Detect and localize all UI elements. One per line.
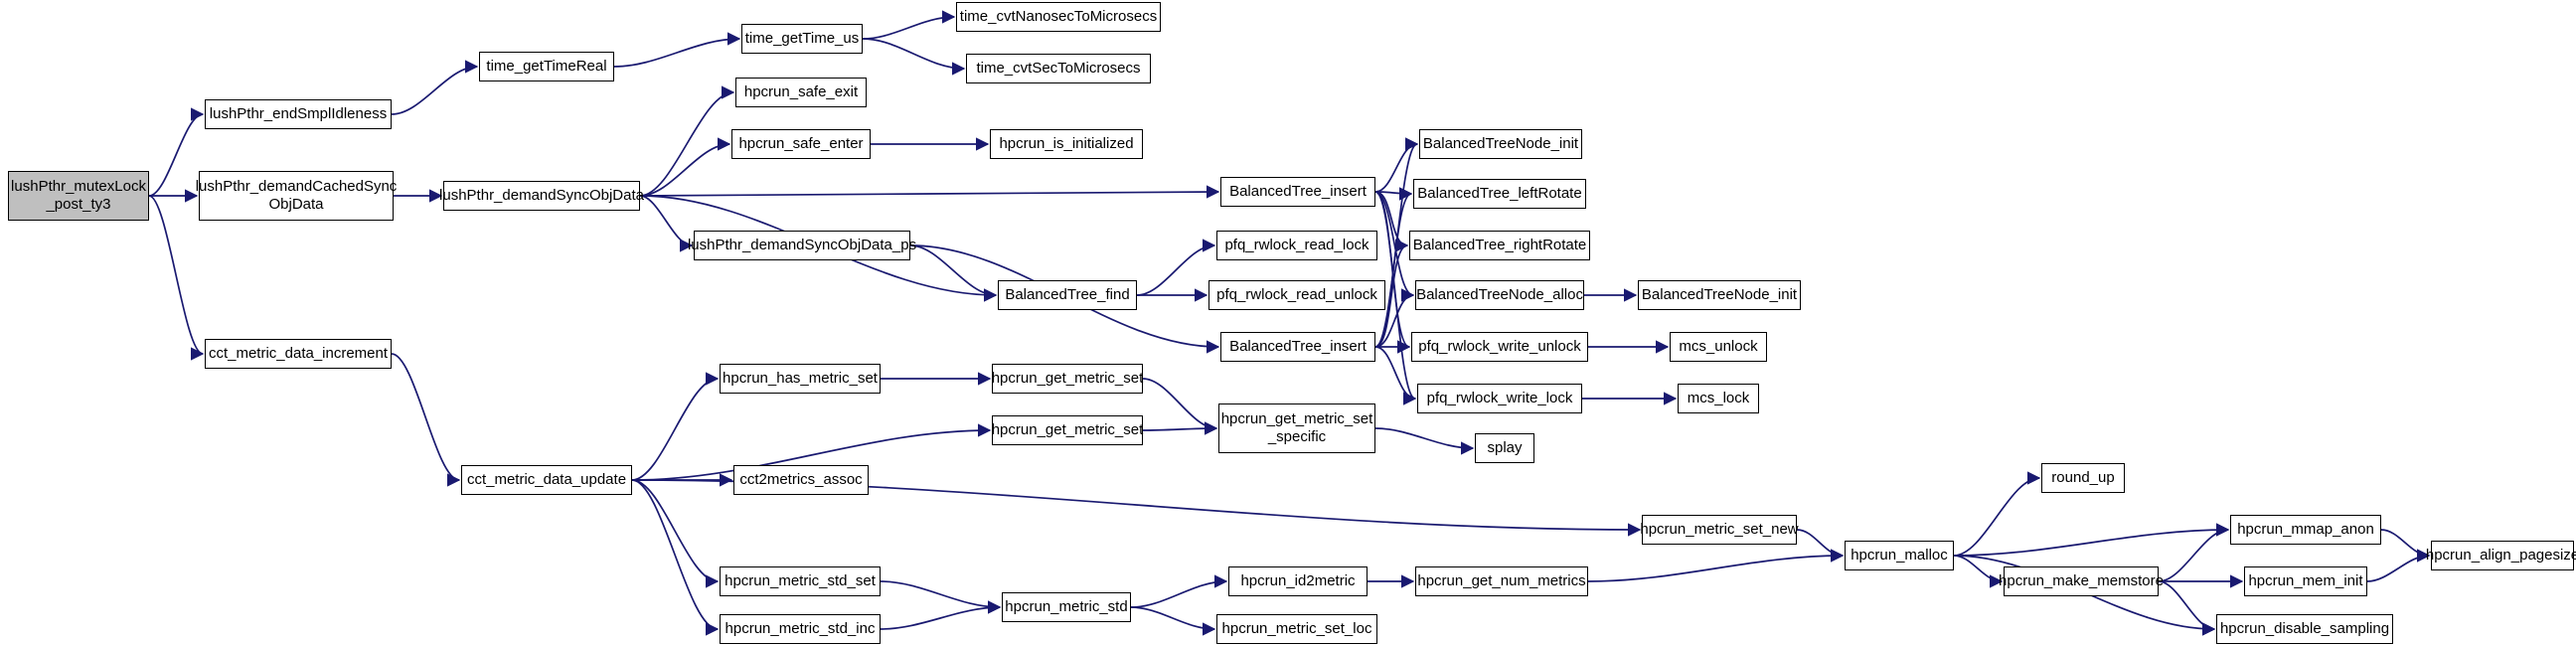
call-edge-BalancedTree_insert_1--pfq_rwlock_write_unlock <box>1374 191 1411 354</box>
call-edge-BalancedTree_find--pfq_rwlock_read_lock <box>1136 239 1216 296</box>
graph-node-mcs_lock[interactable]: mcs_lock <box>1678 384 1759 413</box>
call-edge-hpcrun_metric_std_inc--hpcrun_metric_std <box>880 600 1002 630</box>
call-edge-time_getTimeReal--time_getTime_us <box>613 32 741 68</box>
call-edge-hpcrun_get_metric_set_2--hpcrun_get_metric_set_specific <box>1142 421 1218 435</box>
graph-node-hpcrun_id2metric[interactable]: hpcrun_id2metric <box>1228 566 1368 596</box>
call-edge-cct_metric_data_increment--cct_metric_data_update <box>391 353 461 487</box>
graph-node-time_cvtNanosecToMicrosecs[interactable]: time_cvtNanosecToMicrosecs <box>956 2 1161 32</box>
graph-node-hpcrun_disable_sampling[interactable]: hpcrun_disable_sampling <box>2216 614 2393 644</box>
call-edge-hpcrun_metric_set_new--hpcrun_malloc <box>1796 529 1845 563</box>
graph-node-round_up[interactable]: round_up <box>2041 463 2125 493</box>
graph-node-cct2metrics_assoc[interactable]: cct2metrics_assoc <box>733 465 869 495</box>
call-edge-time_getTime_us--time_cvtNanosecToMicrosecs <box>862 10 956 40</box>
call-edge-lushPthr_mutexLock_post_ty3--cct_metric_data_increment <box>148 195 205 361</box>
graph-node-lushPthr_demandSyncObjData[interactable]: lushPthr_demandSyncObjData <box>439 181 644 211</box>
call-edge-BalancedTree_insert_2--pfq_rwlock_write_lock <box>1374 346 1417 405</box>
graph-node-hpcrun_metric_std_set[interactable]: hpcrun_metric_std_set <box>720 566 881 596</box>
call-edge-lushPthr_demandSyncObjData--hpcrun_safe_exit <box>639 85 735 197</box>
graph-node-hpcrun_metric_set_loc[interactable]: hpcrun_metric_set_loc <box>1216 614 1377 644</box>
graph-node-hpcrun_metric_std_inc[interactable]: hpcrun_metric_std_inc <box>720 614 881 644</box>
graph-node-BalancedTreeNode_init_1[interactable]: BalancedTreeNode_init <box>1419 129 1582 159</box>
call-edge-hpcrun_mmap_anon--hpcrun_align_pagesize <box>2380 529 2431 563</box>
graph-node-hpcrun_metric_set_new[interactable]: hpcrun_metric_set_new <box>1640 515 1799 545</box>
graph-node-time_cvtSecToMicrosecs[interactable]: time_cvtSecToMicrosecs <box>966 54 1151 83</box>
call-edge-hpcrun_malloc--hpcrun_mmap_anon <box>1953 523 2230 557</box>
graph-node-pfq_rwlock_write_unlock[interactable]: pfq_rwlock_write_unlock <box>1411 332 1588 362</box>
graph-node-hpcrun_metric_std[interactable]: hpcrun_metric_std <box>1002 592 1131 622</box>
graph-node-splay[interactable]: splay <box>1475 433 1534 463</box>
call-edge-hpcrun_metric_std--hpcrun_id2metric <box>1130 574 1228 608</box>
graph-node-hpcrun_malloc[interactable]: hpcrun_malloc <box>1845 541 1954 570</box>
graph-node-BalancedTreeNode_alloc[interactable]: BalancedTreeNode_alloc <box>1415 280 1584 310</box>
graph-node-hpcrun_has_metric_set[interactable]: hpcrun_has_metric_set <box>720 364 881 394</box>
call-edge-hpcrun_get_num_metrics--hpcrun_malloc <box>1587 549 1845 582</box>
call-edge-lushPthr_demandSyncObjData_ps--BalancedTree_find <box>909 244 998 302</box>
call-edge-cct_metric_data_update--hpcrun_metric_std_set <box>631 479 720 588</box>
call-edge-hpcrun_make_memstore--hpcrun_disable_sampling <box>2158 580 2216 636</box>
graph-node-BalancedTree_leftRotate[interactable]: BalancedTree_leftRotate <box>1413 179 1586 209</box>
graph-node-lushPthr_mutexLock_post_ty3: lushPthr_mutexLock _post_ty3 <box>8 171 149 221</box>
graph-node-lushPthr_demandCachedSyncObjData[interactable]: lushPthr_demandCachedSync ObjData <box>196 171 397 221</box>
call-edge-BalancedTree_insert_1--BalancedTree_rightRotate <box>1374 191 1409 252</box>
graph-node-lushPthr_endSmplIdleness[interactable]: lushPthr_endSmplIdleness <box>205 99 392 129</box>
graph-node-pfq_rwlock_read_unlock[interactable]: pfq_rwlock_read_unlock <box>1208 280 1385 310</box>
graph-node-hpcrun_is_initialized[interactable]: hpcrun_is_initialized <box>990 129 1143 159</box>
call-edge-BalancedTree_insert_2--BalancedTree_leftRotate <box>1374 187 1413 348</box>
graph-node-hpcrun_get_metric_set_1[interactable]: hpcrun_get_metric_set <box>992 364 1143 394</box>
graph-node-cct_metric_data_increment[interactable]: cct_metric_data_increment <box>205 339 392 369</box>
graph-node-BalancedTree_insert_1[interactable]: BalancedTree_insert <box>1220 177 1375 207</box>
call-edge-BalancedTree_insert_1--BalancedTreeNode_init_1 <box>1374 137 1419 193</box>
edges-group <box>148 10 2431 636</box>
graph-node-hpcrun_mem_init[interactable]: hpcrun_mem_init <box>2244 566 2367 596</box>
call-edge-hpcrun_metric_std--hpcrun_metric_set_loc <box>1130 606 1216 636</box>
call-edge-hpcrun_malloc--hpcrun_make_memstore <box>1953 555 2004 588</box>
graph-node-BalancedTreeNode_init_2[interactable]: BalancedTreeNode_init <box>1638 280 1801 310</box>
call-edge-hpcrun_metric_std_set--hpcrun_metric_std <box>880 580 1002 614</box>
graph-node-pfq_rwlock_write_lock[interactable]: pfq_rwlock_write_lock <box>1417 384 1582 413</box>
call-edge-BalancedTree_insert_1--BalancedTree_leftRotate <box>1374 187 1413 201</box>
graph-node-hpcrun_make_memstore[interactable]: hpcrun_make_memstore <box>1999 566 2164 596</box>
graph-node-cct_metric_data_update[interactable]: cct_metric_data_update <box>461 465 632 495</box>
call-edge-lushPthr_demandSyncObjData--BalancedTree_insert_1 <box>639 185 1220 199</box>
graph-node-hpcrun_mmap_anon[interactable]: hpcrun_mmap_anon <box>2230 515 2381 545</box>
graph-node-time_getTimeReal[interactable]: time_getTimeReal <box>479 52 614 81</box>
graph-node-hpcrun_get_metric_set_2[interactable]: hpcrun_get_metric_set <box>992 415 1143 445</box>
call-edge-time_getTime_us--time_cvtSecToMicrosecs <box>862 38 966 76</box>
graph-node-mcs_unlock[interactable]: mcs_unlock <box>1670 332 1767 362</box>
call-edge-lushPthr_demandSyncObjData--hpcrun_safe_enter <box>639 137 731 197</box>
graph-node-hpcrun_get_num_metrics[interactable]: hpcrun_get_num_metrics <box>1415 566 1588 596</box>
graph-node-BalancedTree_find[interactable]: BalancedTree_find <box>998 280 1137 310</box>
graph-node-hpcrun_safe_enter[interactable]: hpcrun_safe_enter <box>731 129 871 159</box>
graph-node-time_getTime_us[interactable]: time_getTime_us <box>741 24 863 54</box>
call-edge-cct_metric_data_update--hpcrun_metric_std_inc <box>631 479 720 636</box>
graph-node-pfq_rwlock_read_lock[interactable]: pfq_rwlock_read_lock <box>1216 231 1377 260</box>
graph-node-hpcrun_get_metric_set_specific[interactable]: hpcrun_get_metric_set _specific <box>1218 403 1375 453</box>
call-edge-cct_metric_data_update--hpcrun_has_metric_set <box>631 372 720 481</box>
call-edge-hpcrun_get_metric_set_1--hpcrun_get_metric_set_specific <box>1142 378 1218 435</box>
graph-node-hpcrun_align_pagesize[interactable]: hpcrun_align_pagesize <box>2426 541 2576 570</box>
call-edge-lushPthr_demandSyncObjData--lushPthr_demandSyncObjData_ps <box>639 195 694 252</box>
graph-node-BalancedTree_insert_2[interactable]: BalancedTree_insert <box>1220 332 1375 362</box>
call-edge-hpcrun_malloc--round_up <box>1953 471 2041 557</box>
graph-node-lushPthr_demandSyncObjData_ps[interactable]: lushPthr_demandSyncObjData_ps <box>688 231 916 260</box>
call-edge-lushPthr_endSmplIdleness--time_getTimeReal <box>391 60 479 115</box>
call-edge-hpcrun_make_memstore--hpcrun_mmap_anon <box>2158 523 2230 582</box>
call-edge-hpcrun_mem_init--hpcrun_align_pagesize <box>2366 549 2431 582</box>
graph-node-hpcrun_safe_exit[interactable]: hpcrun_safe_exit <box>735 78 867 107</box>
graph-node-BalancedTree_rightRotate[interactable]: BalancedTree_rightRotate <box>1409 231 1590 260</box>
call-edge-hpcrun_get_metric_set_specific--splay <box>1374 427 1475 455</box>
